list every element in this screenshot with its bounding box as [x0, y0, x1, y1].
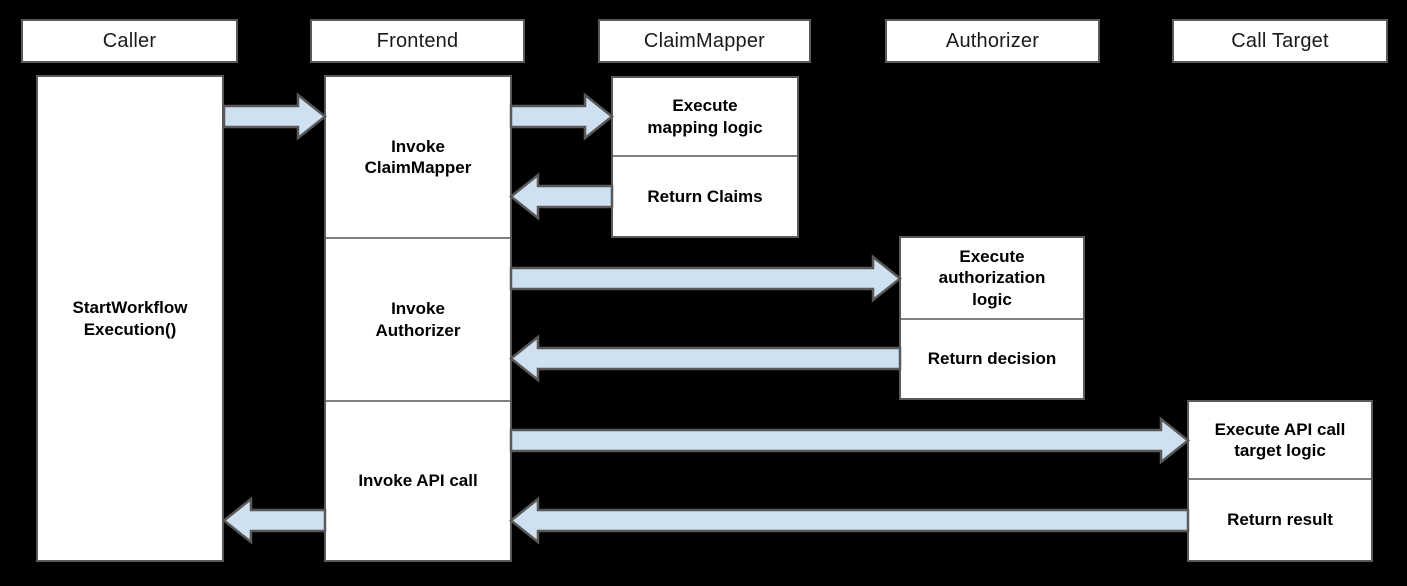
participant-label-caller: Caller	[102, 29, 157, 52]
activation-invoke-api-call: Invoke API call	[326, 402, 510, 560]
activation-return-result: Return result	[1189, 480, 1371, 560]
participant-header-calltarget: Call Target	[1172, 19, 1388, 63]
activation-execute-mapping-logic: Execute mapping logic	[613, 78, 797, 157]
activation-label-start-workflow-execution: StartWorkflow Execution()	[72, 298, 188, 339]
lifeline-claimmapper: Execute mapping logic Return Claims	[611, 76, 799, 238]
participant-label-claimmapper: ClaimMapper	[643, 29, 766, 52]
message-frontend-to-claimmapper-request	[509, 92, 615, 141]
activation-label-return-result: Return result	[1227, 510, 1333, 530]
activation-return-claims: Return Claims	[613, 157, 797, 236]
activation-label-return-claims: Return Claims	[647, 186, 763, 206]
message-frontend-to-caller-response	[221, 496, 327, 545]
message-calltarget-to-frontend-response	[508, 496, 1190, 545]
activation-start-workflow-execution: StartWorkflow Execution()	[38, 77, 222, 560]
message-frontend-to-calltarget-request	[509, 416, 1191, 465]
activation-return-decision: Return decision	[901, 320, 1083, 398]
activation-label-execute-api-call-target-logic: Execute API call target logic	[1214, 419, 1346, 460]
lifeline-authorizer: Execute authorization logic Return decis…	[899, 236, 1085, 400]
activation-execute-authorization-logic: Execute authorization logic	[901, 238, 1083, 320]
message-frontend-to-authorizer-request	[509, 254, 903, 303]
activation-label-execute-mapping-logic: Execute mapping logic	[647, 96, 763, 137]
activation-label-execute-authorization-logic: Execute authorization logic	[938, 247, 1046, 309]
activation-label-invoke-api-call: Invoke API call	[358, 471, 478, 491]
participant-header-claimmapper: ClaimMapper	[598, 19, 811, 63]
message-authorizer-to-frontend-response	[508, 334, 902, 383]
activation-invoke-authorizer: Invoke Authorizer	[326, 239, 510, 402]
participant-label-calltarget: Call Target	[1231, 29, 1329, 52]
lifeline-caller: StartWorkflow Execution()	[36, 75, 224, 562]
lifeline-calltarget: Execute API call target logic Return res…	[1187, 400, 1373, 562]
message-claimmapper-to-frontend-response	[508, 172, 614, 221]
lifeline-frontend: Invoke ClaimMapper Invoke Authorizer Inv…	[324, 75, 512, 562]
participant-label-authorizer: Authorizer	[945, 29, 1040, 52]
message-caller-to-frontend-request	[222, 92, 328, 141]
participant-header-frontend: Frontend	[310, 19, 525, 63]
activation-label-invoke-authorizer: Invoke Authorizer	[375, 299, 461, 340]
activation-label-invoke-claimmapper: Invoke ClaimMapper	[364, 136, 472, 177]
participant-label-frontend: Frontend	[376, 29, 459, 52]
activation-execute-api-call-target-logic: Execute API call target logic	[1189, 402, 1371, 480]
participant-header-authorizer: Authorizer	[885, 19, 1100, 63]
activation-label-return-decision: Return decision	[927, 349, 1057, 369]
activation-invoke-claimmapper: Invoke ClaimMapper	[326, 77, 510, 239]
participant-header-caller: Caller	[21, 19, 238, 63]
